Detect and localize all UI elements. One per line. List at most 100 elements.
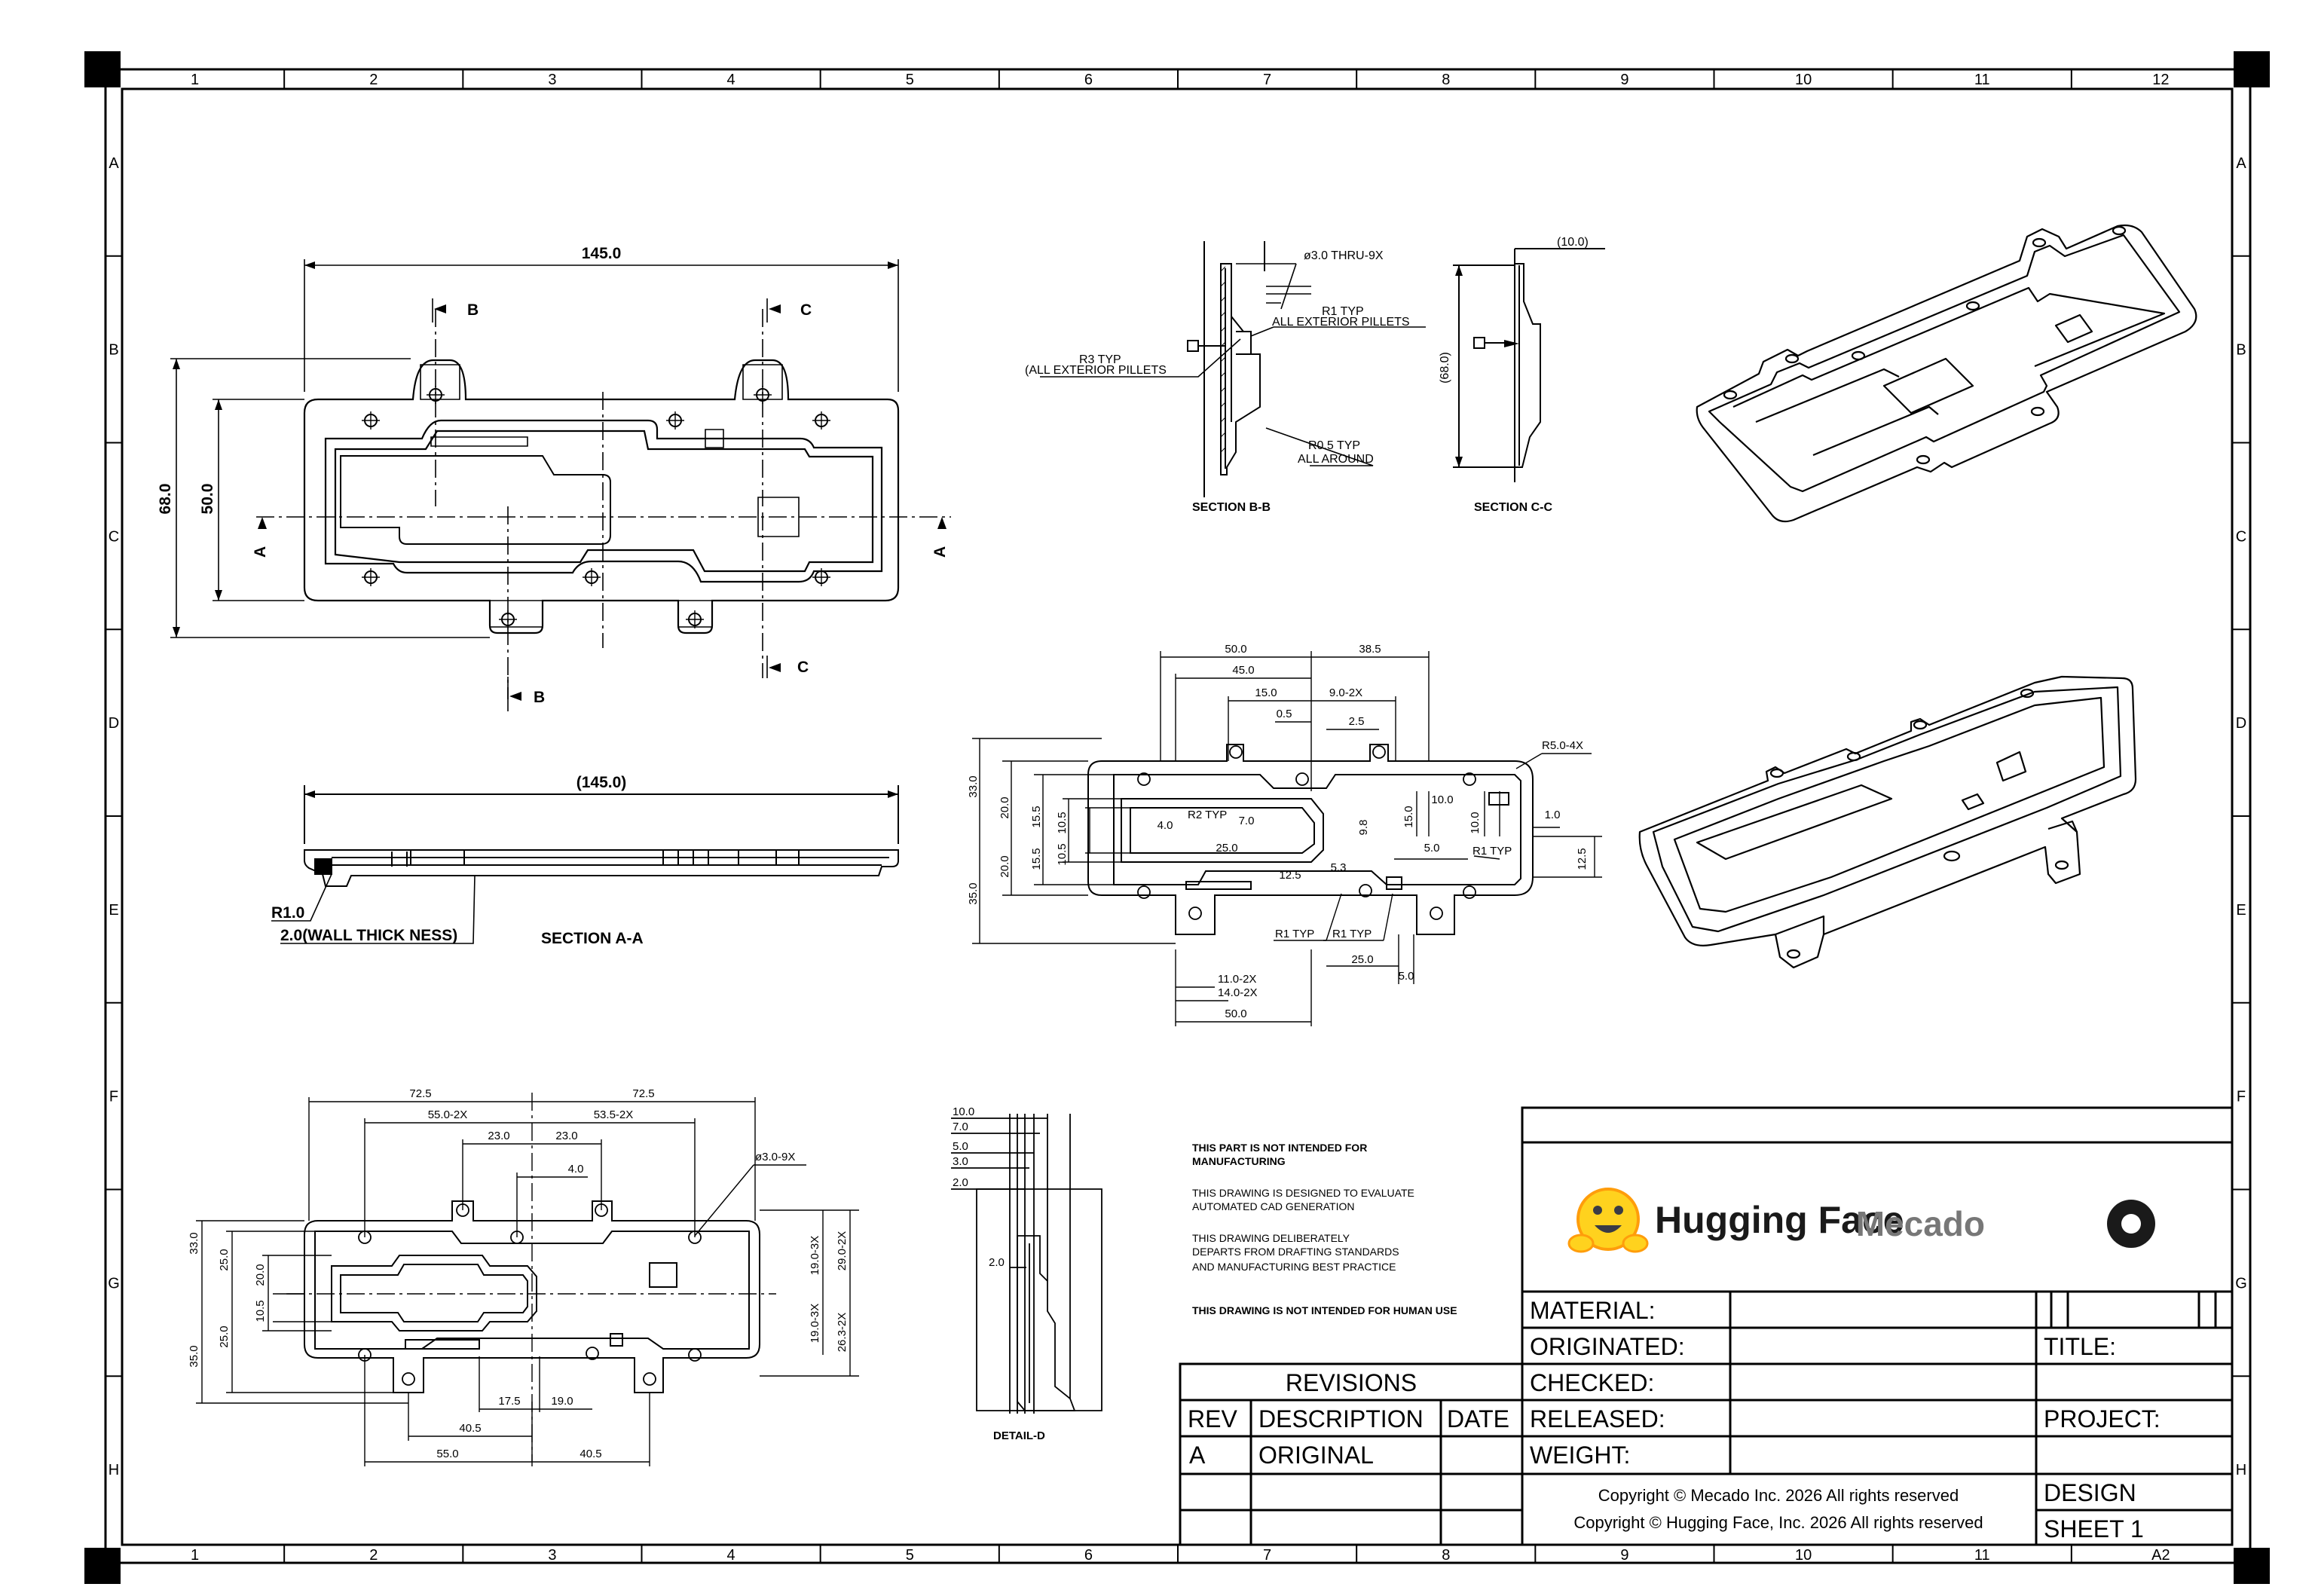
zone-col-bottom-8: 8 [1442, 1547, 1450, 1564]
hugging-face-emoji-icon [1576, 1188, 1640, 1251]
dim-m-100b: 10.0 [1469, 812, 1482, 833]
detail-d-view [951, 1114, 1102, 1414]
bottom-view-dimension-lines [196, 1097, 859, 1466]
middle-view-holes [1137, 745, 1476, 920]
dim-m-50: 50.0 [1225, 643, 1246, 656]
middle-view-labels: 50.0 38.5 45.0 15.0 9.0-2X 0.5 2.5 R5.0-… [967, 643, 1589, 1020]
dim-r1-typ: R1 TYP [1322, 305, 1364, 318]
zone-col-top-7: 7 [1263, 72, 1271, 88]
zone-col-top-6: 6 [1084, 72, 1093, 88]
revisions-col-description: DESCRIPTION [1258, 1405, 1424, 1432]
mecado-logo-icon [2107, 1200, 2155, 1248]
note-line-7: AND MANUFACTURING BEST PRACTICE [1192, 1261, 1396, 1273]
dim-m-125b: 12.5 [1279, 869, 1301, 882]
hugging-face-logo [1567, 1188, 1649, 1253]
dim-d-10: 10.0 [953, 1105, 974, 1118]
dim-b-263x: 26.3-2X [836, 1313, 849, 1353]
dim-m-33: 33.0 [967, 775, 980, 797]
revision-description: ORIGINAL [1258, 1442, 1374, 1469]
dim-m-14x: 14.0-2X [1218, 986, 1258, 999]
section-cc-labels: (10.0) (68.0) SECTION C-C [1439, 236, 1589, 514]
dim-b-725a: 72.5 [409, 1087, 431, 1100]
zone-col-bottom-7: 7 [1263, 1547, 1271, 1564]
sheet-label: SHEET 1 [2044, 1515, 2144, 1542]
revisions-col-rev: REV [1188, 1405, 1237, 1432]
originated-label: ORIGINATED: [1530, 1333, 1685, 1360]
copyright: Copyright © Mecado Inc. 2026 All rights … [1573, 1486, 1983, 1532]
dim-r3-typ-note: (ALL EXTERIOR PILLETS [1025, 364, 1167, 377]
dim-m-11x: 11.0-2X [1218, 973, 1256, 986]
dim-m-50c: 50.0 [1225, 1007, 1246, 1020]
zone-row-right-D: D [2236, 715, 2246, 732]
zone-row-right-B: B [2236, 342, 2246, 359]
checked-label: CHECKED: [1530, 1369, 1654, 1396]
dim-b-55: 55.0 [436, 1448, 458, 1460]
note-line-6: DEPARTS FROM DRAFTING STANDARDS [1192, 1246, 1399, 1258]
zone-row-left-B: B [109, 342, 118, 359]
dim-cc-height: (68.0) [1439, 352, 1451, 384]
design-label: DESIGN [2044, 1479, 2136, 1506]
title-label: TITLE: [2044, 1333, 2116, 1360]
top-view-arrows [173, 261, 946, 701]
zone-col-top-11: 11 [1974, 72, 1990, 88]
dim-overall-length: 145.0 [582, 245, 622, 262]
mecado-wordmark: Mecado [1856, 1204, 1985, 1243]
note-line-5: THIS DRAWING DELIBERATELY [1192, 1232, 1350, 1244]
dim-m-98: 9.8 [1357, 820, 1370, 836]
dim-b-35: 35.0 [188, 1345, 200, 1367]
dim-m-105a: 10.5 [1056, 812, 1069, 833]
note-line-3: THIS DRAWING IS DESIGNED TO EVALUATE [1192, 1187, 1414, 1199]
dim-d-5: 5.0 [953, 1140, 968, 1153]
note-line-1: THIS PART IS NOT INTENDED FOR [1192, 1142, 1367, 1154]
copyright-mecado: Copyright © Mecado Inc. 2026 All rights … [1598, 1486, 1959, 1505]
isometric-view-2 [1638, 675, 2137, 969]
bottom-view-centerlines [286, 1093, 776, 1462]
zone-row-left-G: G [108, 1275, 120, 1292]
top-view-dimension-lines [170, 259, 899, 711]
section-cc-arrows [1455, 265, 1519, 467]
dim-d-2: 2.0 [953, 1176, 968, 1189]
dim-b-19x: 19.0-3X [809, 1236, 821, 1276]
top-view-centerlines [256, 309, 951, 699]
sheet-frame [104, 68, 2252, 1564]
dim-m-45: 45.0 [1232, 664, 1254, 677]
dim-m-5b: 5.0 [1399, 970, 1414, 983]
top-view-labels: 145.0 68.0 50.0 B B C C A A [157, 245, 949, 706]
dim-r3-typ: R3 TYP [1079, 353, 1121, 366]
dim-m-7: 7.0 [1239, 815, 1255, 827]
dim-m-10: 1.0 [1545, 809, 1561, 821]
dim-m-250b: 25.0 [1351, 953, 1373, 966]
zone-col-bottom-2: 2 [369, 1547, 378, 1564]
dim-m-9x: 9.0-2X [1329, 686, 1362, 699]
dim-b-190: 19.0 [551, 1395, 573, 1408]
section-c-top: C [800, 301, 812, 319]
dim-cc-top: (10.0) [1557, 236, 1589, 249]
dim-r05-typ: R0.5 TYP [1308, 439, 1360, 452]
dim-wall: 2.0(WALL THICK NESS) [280, 927, 457, 944]
zone-col-bottom-9: 9 [1620, 1547, 1628, 1564]
title-block-lines [1179, 1106, 2234, 1546]
released-label: RELEASED: [1530, 1405, 1665, 1432]
section-aa-arrows [304, 790, 898, 798]
dim-b-23b: 23.0 [555, 1130, 577, 1142]
material-label: MATERIAL: [1530, 1297, 1656, 1324]
dim-m-5s: 5.0 [1424, 842, 1440, 855]
dim-b-29x: 29.0-2X [836, 1231, 849, 1271]
title-block-labels: MATERIAL: ORIGINATED: CHECKED: RELEASED:… [1530, 1297, 2161, 1542]
section-aa-view [304, 785, 899, 887]
zone-col-top-10: 10 [1795, 72, 1812, 88]
revisions-header: REVISIONS [1286, 1369, 1417, 1396]
section-bb-hatch [1220, 266, 1226, 453]
dim-m-105b: 10.5 [1056, 843, 1069, 865]
detail-d-title: DETAIL-D [993, 1429, 1045, 1442]
zone-col-bottom-10: 10 [1795, 1547, 1812, 1564]
zone-col-top-8: 8 [1442, 72, 1450, 88]
notes: THIS PART IS NOT INTENDED FOR MANUFACTUR… [1192, 1142, 1457, 1316]
dim-m-r1b: R1 TYP [1332, 928, 1372, 940]
section-bb-leaders [1040, 263, 1426, 466]
revisions-table: REVISIONS REV DESCRIPTION DATE A ORIGINA… [1188, 1369, 1509, 1469]
zone-row-left-C: C [109, 528, 119, 545]
dim-m-20b: 20.0 [998, 855, 1011, 877]
zone-col-bottom-5: 5 [906, 1547, 914, 1564]
